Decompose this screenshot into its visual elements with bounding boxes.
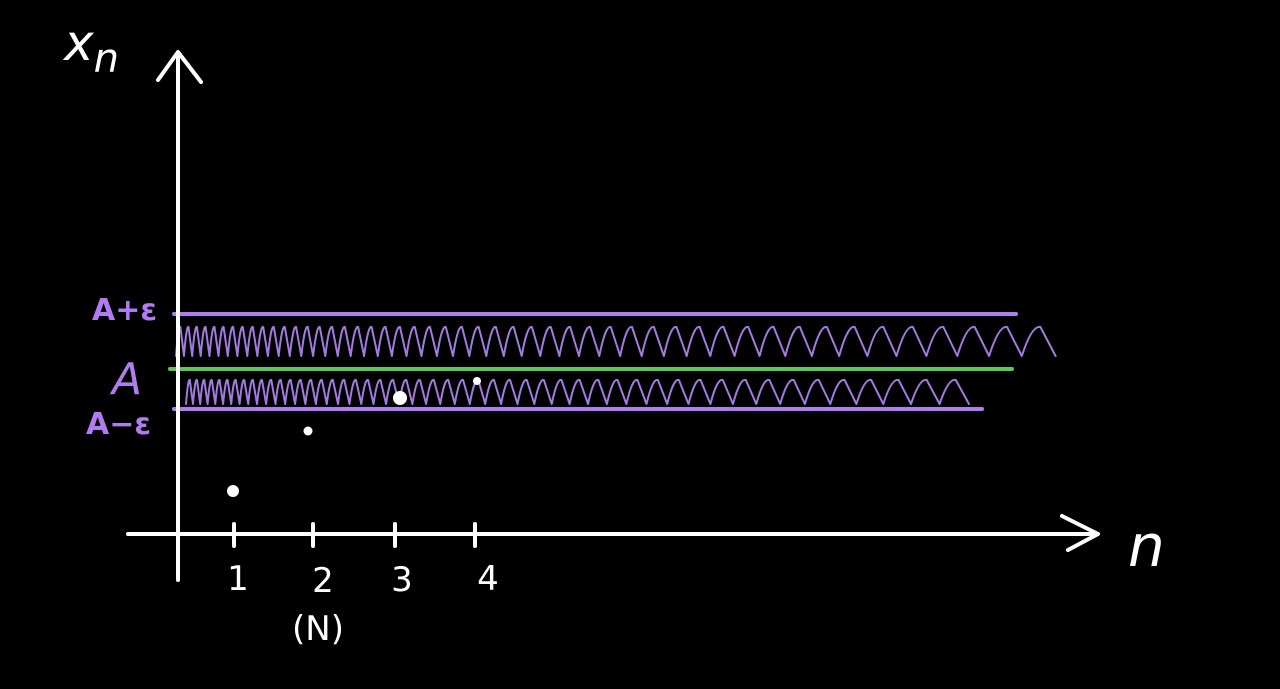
x-axis-label: n [1128, 512, 1165, 580]
epsilon-band-hatch-upper [175, 325, 1057, 357]
epsilon-band-hatch-lower [185, 378, 970, 405]
n-marker-label: (N) [292, 609, 344, 649]
limit-label: A [109, 354, 142, 405]
y-axis-label: xn [62, 14, 119, 82]
x-tick-label-1: 1 [227, 559, 249, 599]
sequence-point-4 [473, 377, 481, 385]
sequence-point-1 [227, 485, 239, 497]
y-axis-label-sub: n [94, 36, 119, 82]
upper-bound-label: A+ε [92, 293, 157, 328]
x-tick-label-4: 4 [477, 559, 499, 599]
arrow-up-icon [156, 50, 203, 84]
x-tick-label-3: 3 [391, 560, 413, 600]
sequence-point-3 [393, 391, 407, 405]
x-tick-label-2: 2 [312, 561, 334, 601]
arrow-right-icon [1060, 514, 1100, 552]
sequence-point-2 [303, 426, 313, 436]
y-axis-label-main: x [62, 14, 94, 72]
lower-bound-label: A−ε [86, 407, 151, 442]
